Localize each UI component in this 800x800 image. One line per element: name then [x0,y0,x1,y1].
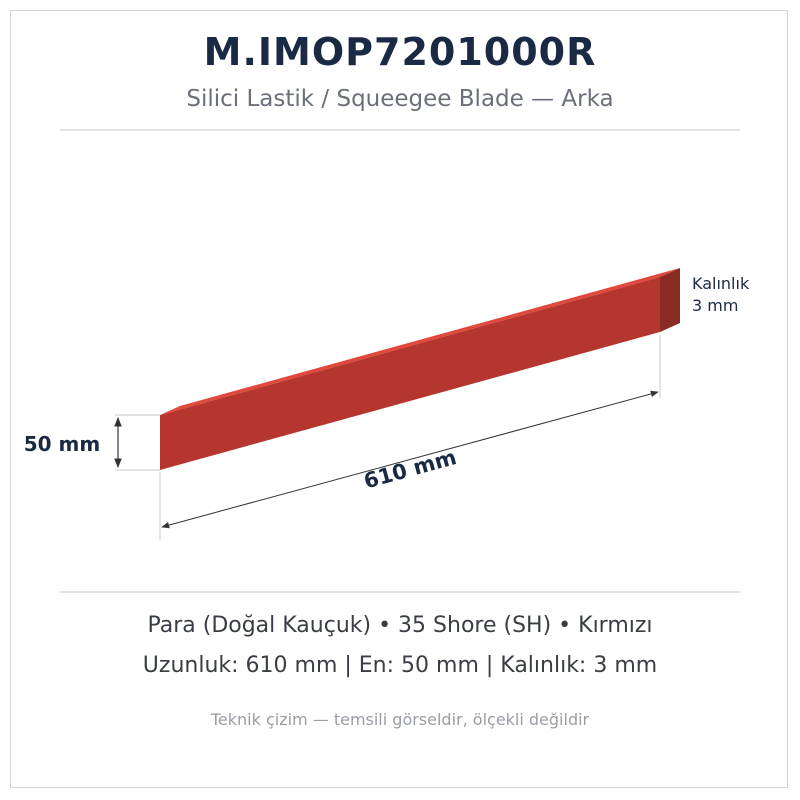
width-dimension-label: 50 mm [24,432,100,456]
part-number-title: M.IMOP7201000R [203,30,597,74]
thickness-label-title: Kalınlık [692,274,750,293]
thickness-label-value: 3 mm [692,296,738,315]
material-spec-line: Para (Doğal Kauçuk) • 35 Shore (SH) • Kı… [147,613,653,638]
length-dimension-label: 610 mm [361,445,459,493]
dimension-spec-line: Uzunluk: 610 mm | En: 50 mm | Kalınlık: … [142,653,658,678]
blade-end-face [660,268,680,332]
disclaimer-note: Teknik çizim — temsili görseldir, ölçekl… [210,710,590,729]
blade-front-face [160,277,660,470]
length-dimension-line [161,390,659,529]
part-subtitle: Silici Lastik / Squeegee Blade — Arka [186,86,614,112]
blade-top-face [160,268,680,415]
top-divider [60,129,740,131]
bottom-divider [60,591,740,593]
